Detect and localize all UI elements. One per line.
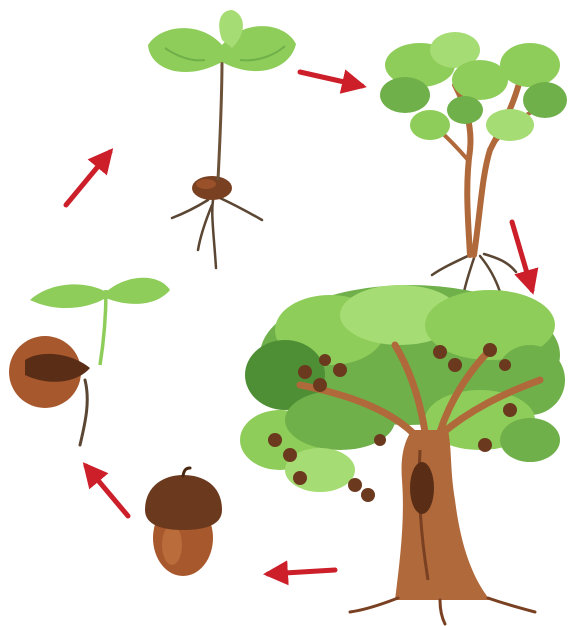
sapling-stage <box>380 32 567 292</box>
seedling-stem <box>218 60 222 180</box>
arrow-sprout-to-seedling <box>66 152 110 205</box>
seedling-stage <box>148 10 296 268</box>
sprout-leaf-left <box>30 284 106 308</box>
trunk-hollow <box>410 462 434 514</box>
arrow-sapling-to-mature <box>512 222 532 290</box>
arrow-acorn-to-sprout <box>86 466 128 516</box>
acorn-cap <box>145 475 222 530</box>
sprout-leaf-right <box>106 278 170 304</box>
sprout-root <box>80 380 87 445</box>
arrow-mature-to-acorn <box>268 570 335 574</box>
seedling-roots <box>172 195 262 268</box>
sapling-roots <box>432 254 516 292</box>
acorn-stage <box>145 468 222 576</box>
arrow-seedling-to-sapling <box>300 72 362 86</box>
sapling-foliage <box>380 32 567 141</box>
mature-roots <box>350 598 535 624</box>
mature-trunk <box>395 430 490 600</box>
sprouting-acorn-stage <box>9 278 170 445</box>
